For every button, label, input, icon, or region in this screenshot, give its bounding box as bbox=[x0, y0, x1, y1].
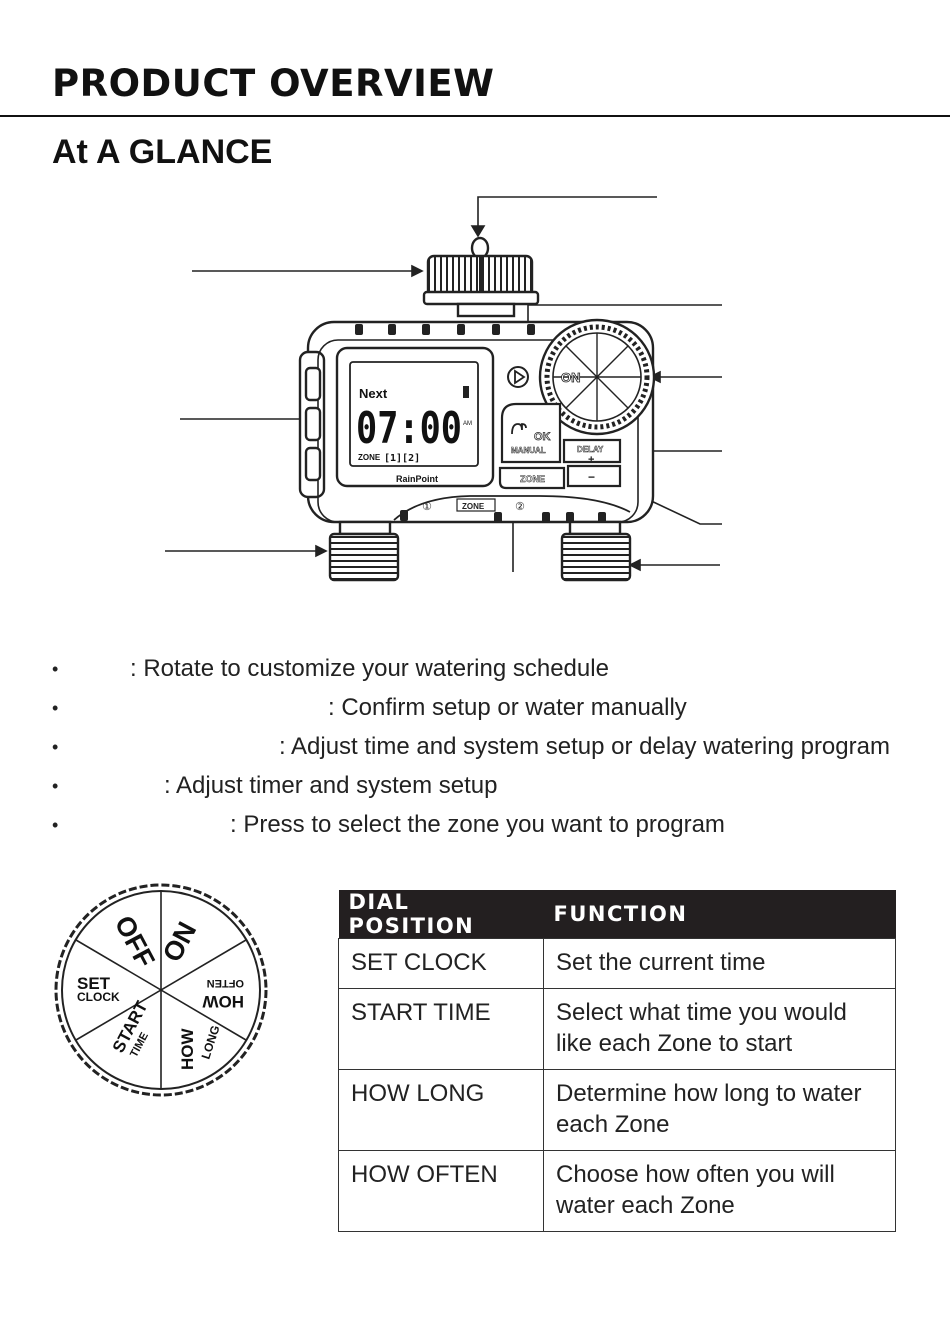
dial-function-table: DIAL POSITION FUNCTION SET CLOCK Set the… bbox=[338, 890, 896, 1232]
function-cell: Determine how long to water each Zone bbox=[543, 1069, 896, 1151]
play-icon bbox=[507, 366, 529, 388]
lcd-screen: Next 07:00 AM ZONE [1][2] RainPoint bbox=[335, 346, 495, 488]
dial-position-cell: START TIME bbox=[338, 988, 544, 1070]
battery-icon bbox=[463, 386, 469, 398]
manual-button-label: MANUAL bbox=[511, 446, 546, 455]
table-row: START TIME Select what time you would li… bbox=[338, 988, 896, 1070]
list-item-text: : Press to select the zone you want to p… bbox=[230, 811, 725, 838]
brand-logo: RainPoint bbox=[396, 474, 438, 484]
minus-icon: − bbox=[588, 470, 595, 484]
dial-diagram-clock: CLOCK bbox=[77, 990, 120, 1004]
title-divider bbox=[0, 115, 950, 117]
list-item-text: : Adjust timer and system setup bbox=[164, 772, 498, 799]
dial-diagram-how-often-1: HOW bbox=[202, 992, 245, 1011]
function-cell: Select what time you would like each Zon… bbox=[543, 988, 896, 1070]
function-cell: Choose how often you will water each Zon… bbox=[543, 1150, 896, 1232]
delay-plus-button[interactable]: DELAY + bbox=[562, 438, 622, 466]
minus-button[interactable]: − bbox=[566, 464, 622, 488]
delay-button-label: DELAY bbox=[577, 445, 604, 454]
dial-diagram-how-long-1: HOW bbox=[178, 1028, 197, 1071]
screen-zone-values: [1][2] bbox=[384, 453, 420, 464]
column-header-function: FUNCTION bbox=[543, 890, 896, 939]
dial-position-cell: HOW LONG bbox=[338, 1069, 544, 1151]
table-row: SET CLOCK Set the current time bbox=[338, 938, 896, 989]
table-row: HOW LONG Determine how long to water eac… bbox=[338, 1069, 896, 1151]
dial-position-cell: HOW OFTEN bbox=[338, 1150, 544, 1232]
page-subtitle: At A GLANCE bbox=[52, 133, 273, 171]
zone-indicator-strip: ① ZONE ② bbox=[393, 495, 631, 521]
hand-icon bbox=[511, 423, 527, 435]
zone-indicator-2: ② bbox=[515, 500, 525, 513]
program-dial[interactable]: ON bbox=[538, 318, 656, 436]
dial-on-label: ON bbox=[561, 370, 581, 385]
top-coupling bbox=[422, 236, 540, 318]
zone-button[interactable]: ZONE bbox=[498, 466, 566, 490]
dial-diagram-how-often-2: OFTEN bbox=[207, 977, 244, 989]
list-item-text: : Confirm setup or water manually bbox=[328, 694, 687, 721]
plus-icon: + bbox=[588, 454, 594, 466]
function-cell: Set the current time bbox=[543, 938, 896, 989]
zone-button-label: ZONE bbox=[520, 474, 545, 484]
screen-next-label: Next bbox=[359, 386, 388, 401]
dial-position-cell: SET CLOCK bbox=[338, 938, 544, 989]
zone-indicator-1: ① bbox=[422, 500, 432, 513]
outlet-zone-1 bbox=[328, 520, 400, 582]
dial-diagram-set: SET bbox=[77, 974, 111, 993]
screen-zone-label: ZONE bbox=[358, 453, 381, 462]
screen-ampm: AM bbox=[463, 421, 472, 427]
zone-indicator-label: ZONE bbox=[462, 502, 485, 511]
outlet-zone-2 bbox=[560, 520, 632, 582]
column-header-dial-position: DIAL POSITION bbox=[338, 890, 544, 939]
callout-top-valve bbox=[477, 196, 657, 232]
list-item-text: : Adjust time and system setup or delay … bbox=[279, 733, 890, 760]
screen-time: 07:00 bbox=[356, 403, 462, 454]
table-row: HOW OFTEN Choose how often you will wate… bbox=[338, 1150, 896, 1232]
ok-button-label: OK bbox=[534, 431, 551, 443]
dial-diagram: ON OFF SET CLOCK START TIME HOW LONG HOW… bbox=[54, 883, 268, 1097]
manual-ok-button[interactable]: OK MANUAL bbox=[500, 402, 562, 464]
timer-device-illustration: Next 07:00 AM ZONE [1][2] RainPoint ON O… bbox=[165, 196, 722, 582]
page-title: PRODUCT OVERVIEW bbox=[52, 62, 495, 105]
table-header-row: DIAL POSITION FUNCTION bbox=[338, 890, 896, 939]
list-item-text: : Rotate to customize your watering sche… bbox=[130, 655, 609, 682]
